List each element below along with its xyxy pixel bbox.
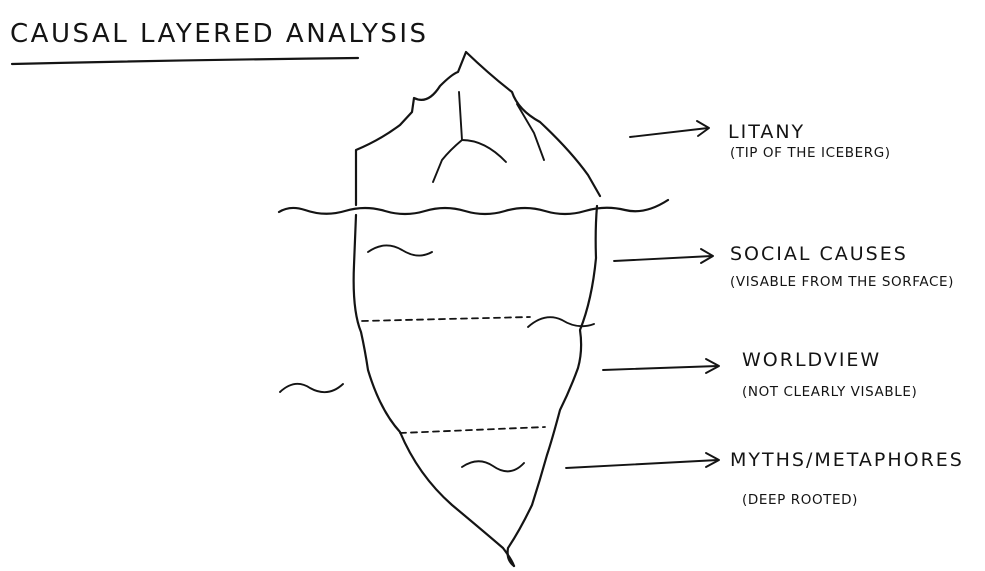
layer-label-litany: LITANY [728, 121, 805, 143]
layer-sublabel-litany: (TIP OF THE ICEBERG) [730, 145, 891, 161]
layer-sublabel-worldview: (NOT CLEARLY VISABLE) [742, 384, 917, 400]
water-line [279, 200, 668, 214]
arrow-litany [630, 121, 709, 137]
layer-label-social-causes: SOCIAL CAUSES [730, 243, 908, 265]
layer-label-myths: MYTHS/METAPHORES [730, 449, 964, 471]
layer-sublabel-myths: (DEEP ROOTED) [742, 492, 858, 508]
arrow-social-causes [614, 249, 713, 263]
wave-doodle-4 [462, 461, 524, 471]
iceberg-tip [356, 52, 600, 205]
arrow-myths [566, 453, 719, 468]
iceberg-body [354, 206, 597, 566]
layer-divider-2 [400, 427, 545, 433]
layer-sublabel-social-causes: (VISABLE FROM THE SORFACE) [730, 274, 954, 290]
title-underline [12, 58, 358, 64]
layer-divider-1 [362, 317, 530, 321]
diagram-title: CAUSAL LAYERED ANALYSIS [10, 19, 429, 49]
wave-doodle-1 [368, 245, 432, 255]
arrow-worldview [603, 359, 719, 373]
layer-label-worldview: WORLDVIEW [742, 349, 881, 371]
wave-doodle-3 [280, 384, 343, 392]
